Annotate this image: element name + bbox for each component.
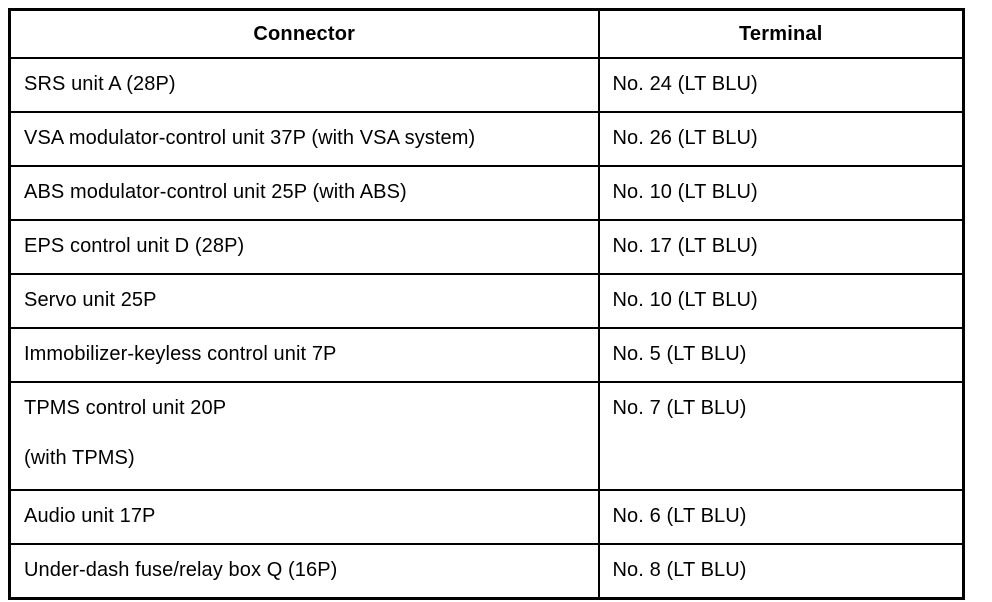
connector-cell: Immobilizer-keyless control unit 7P <box>8 327 600 383</box>
table-row: Immobilizer-keyless control unit 7P No. 5… <box>8 327 965 383</box>
connector-cell-line1: Servo unit 25P <box>24 289 157 311</box>
terminal-cell: No. 5 (LT BLU) <box>597 327 965 383</box>
terminal-cell: No. 6 (LT BLU) <box>597 489 965 545</box>
connector-cell-line1: TPMS control unit 20P <box>24 397 227 419</box>
terminal-cell: No. 8 (LT BLU) <box>597 543 965 600</box>
connector-cell: TPMS control unit 20P (with TPMS) <box>8 381 600 491</box>
connector-cell: Under-dash fuse/relay box Q (16P) <box>8 543 600 600</box>
table-row: Servo unit 25P No. 10 (LT BLU) <box>8 273 965 329</box>
terminal-cell: No. 17 (LT BLU) <box>597 219 965 275</box>
connector-cell: EPS control unit D (28P) <box>8 219 600 275</box>
table-row: TPMS control unit 20P (with TPMS) No. 7 (L… <box>8 381 965 491</box>
terminal-cell: No. 26 (LT BLU) <box>597 111 965 167</box>
connector-cell: VSA modulator-control unit 37P (with VSA… <box>8 111 600 167</box>
connector-cell: SRS unit A (28P) <box>8 57 600 113</box>
connector-cell-line1: VSA modulator-control unit 37P (with VSA… <box>24 127 476 149</box>
connector-cell: ABS modulator-control unit 25P (with ABS… <box>8 165 600 221</box>
terminal-cell: No. 24 (LT BLU) <box>597 57 965 113</box>
connector-cell-line2: (with TPMS) <box>24 447 135 469</box>
terminal-cell: No. 7 (LT BLU) <box>597 381 965 491</box>
connector-cell-line1: SRS unit A (28P) <box>24 73 176 95</box>
header-row: Connector Terminal <box>8 8 965 59</box>
table-row: VSA modulator-control unit 37P (with VSA… <box>8 111 965 167</box>
connector-cell: Audio unit 17P <box>8 489 600 545</box>
table-row: Audio unit 17P No. 6 (LT BLU) <box>8 489 965 545</box>
terminal-column-header: Terminal <box>597 8 965 59</box>
connector-cell-line1: Under-dash fuse/relay box Q (16P) <box>24 559 338 581</box>
terminal-cell: No. 10 (LT BLU) <box>597 273 965 329</box>
connector-cell-line1: Audio unit 17P <box>24 505 156 527</box>
table-row: Under-dash fuse/relay box Q (16P) No. 8 (… <box>8 543 965 600</box>
connector-cell: Servo unit 25P <box>8 273 600 329</box>
connector-terminal-table: Connector Terminal SRS unit A (28P) No. 2… <box>8 8 965 600</box>
table-row: SRS unit A (28P) No. 24 (LT BLU) <box>8 57 965 113</box>
table-row: ABS modulator-control unit 25P (with ABS… <box>8 165 965 221</box>
connector-cell-line1: ABS modulator-control unit 25P (with ABS… <box>24 181 407 203</box>
table-body: SRS unit A (28P) No. 24 (LT BLU) VSA modul… <box>8 57 965 600</box>
table-row: EPS control unit D (28P) No. 17 (LT BLU) <box>8 219 965 275</box>
connector-cell-line1: EPS control unit D (28P) <box>24 235 245 257</box>
connector-cell-line1: Immobilizer-keyless control unit 7P <box>24 343 337 365</box>
connector-column-header: Connector <box>8 8 600 59</box>
terminal-cell: No. 10 (LT BLU) <box>597 165 965 221</box>
